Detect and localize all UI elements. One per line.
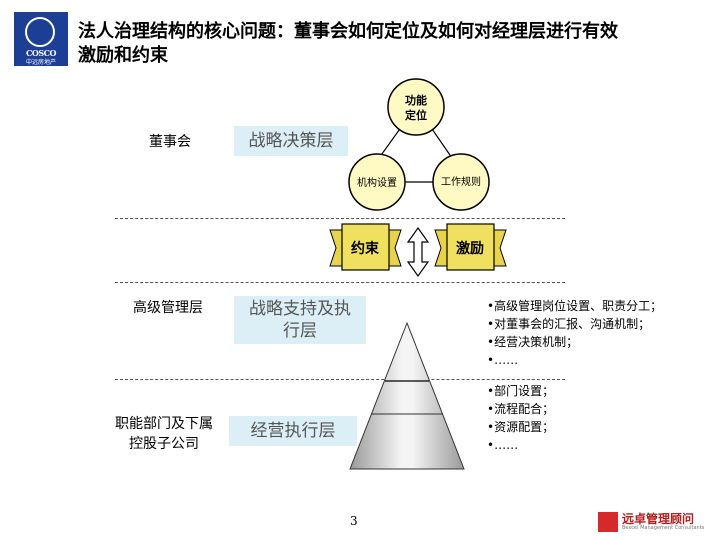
list-item: •对董事会的汇报、沟通机制； bbox=[487, 317, 651, 331]
senior-bullets: •高级管理岗位设置、职责分工； •对董事会的汇报、沟通机制； •经营决策机制； … bbox=[487, 297, 662, 369]
logo-subtitle: 中远房地产 bbox=[25, 59, 56, 66]
page-title: 法人治理结构的核心问题：董事会如何定位及如何对经理层进行有效 激励和约束 bbox=[78, 20, 708, 68]
functional-depts-label: 职能部门及下属 控股子公司 bbox=[104, 414, 224, 454]
logo-wordmark: COSCO bbox=[26, 48, 56, 58]
logo-emblem-icon bbox=[25, 17, 55, 47]
strategic-decision-layer-box: 战略决策层 bbox=[234, 126, 348, 156]
incentive-banner-text: 激励 bbox=[456, 240, 484, 257]
strategic-support-line1: 战略支持及执 bbox=[249, 299, 351, 319]
separator-top bbox=[115, 218, 565, 219]
org-setup-text: 机构设置 bbox=[357, 176, 397, 189]
double-arrow-icon bbox=[406, 226, 430, 278]
functional-depts-label-line1: 职能部门及下属 bbox=[115, 416, 213, 432]
brand-logo: 远卓管理顾问 Bexcel Management Consultants bbox=[598, 510, 708, 534]
strategic-support-line2: 行层 bbox=[283, 321, 317, 341]
page-title-line2: 激励和约束 bbox=[78, 45, 168, 66]
incentive-banner bbox=[434, 223, 507, 271]
list-item: •…… bbox=[487, 353, 519, 367]
work-rules-text: 工作规则 bbox=[441, 175, 481, 188]
brand-english-name: Bexcel Management Consultants bbox=[622, 525, 705, 531]
list-item: •高级管理岗位设置、职责分工； bbox=[487, 299, 663, 313]
hierarchy-pyramid bbox=[349, 321, 465, 470]
functional-bullets: •部门设置； •流程配合； •资源配置； •…… bbox=[487, 382, 554, 454]
operational-execution-layer-box: 经营执行层 bbox=[229, 416, 357, 446]
list-item: •经营决策机制； bbox=[487, 335, 579, 349]
strategic-support-layer-box: 战略支持及执 行层 bbox=[234, 296, 366, 344]
function-positioning-circle bbox=[387, 78, 445, 136]
connector-top-left bbox=[378, 125, 403, 159]
functional-depts-label-line2: 控股子公司 bbox=[129, 436, 199, 452]
work-rules-circle bbox=[432, 153, 490, 211]
connector-top-right bbox=[429, 125, 453, 159]
brand-name: 远卓管理顾问 bbox=[622, 512, 695, 526]
function-positioning-text-2: 定位 bbox=[405, 108, 427, 122]
senior-management-label: 高级管理层 bbox=[133, 300, 203, 316]
list-item: •部门设置； bbox=[487, 384, 555, 398]
separator-bottom bbox=[115, 379, 565, 380]
constraint-banner-text: 约束 bbox=[351, 240, 380, 257]
constraint-banner bbox=[329, 223, 402, 271]
brand-mark-icon bbox=[598, 512, 618, 532]
page-number: 3 bbox=[350, 514, 358, 528]
function-positioning-text-1: 功能 bbox=[405, 93, 427, 107]
company-logo: COSCO 中远房地产 bbox=[14, 12, 68, 66]
org-setup-circle bbox=[348, 153, 406, 211]
separator-middle bbox=[115, 282, 565, 283]
list-item: •…… bbox=[487, 438, 519, 452]
list-item: •流程配合； bbox=[487, 402, 555, 416]
page-title-line1: 法人治理结构的核心问题：董事会如何定位及如何对经理层进行有效 bbox=[78, 21, 618, 42]
list-item: •资源配置； bbox=[487, 420, 555, 434]
board-label: 董事会 bbox=[149, 134, 191, 150]
